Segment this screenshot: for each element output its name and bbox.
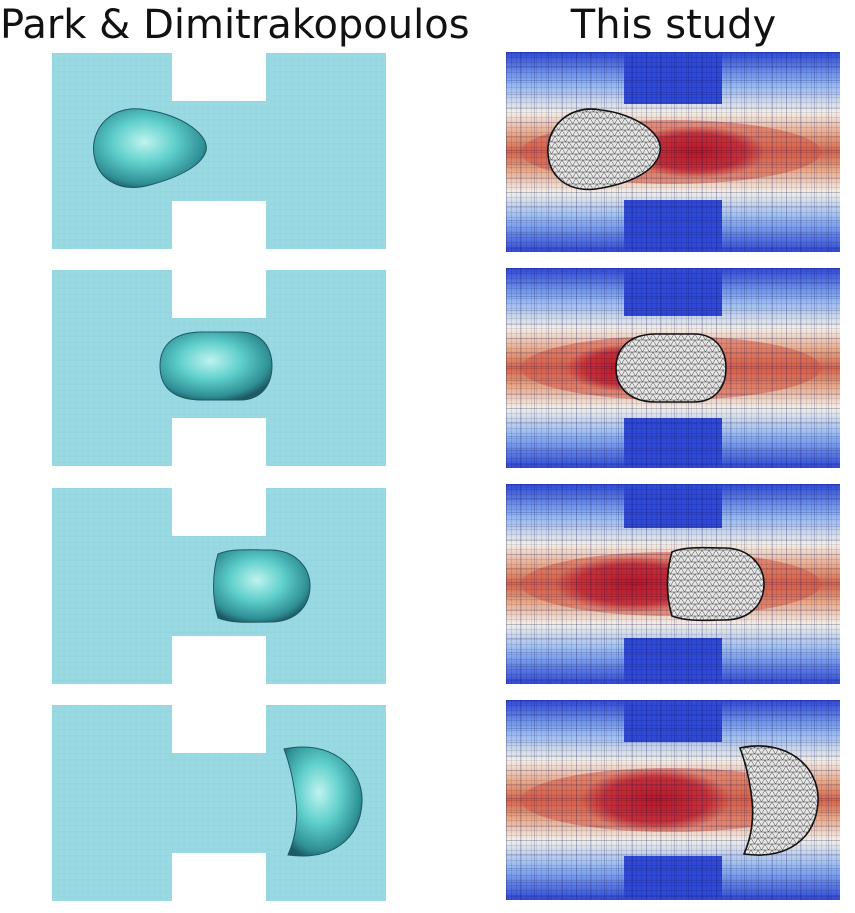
mesh-droplet <box>547 108 662 191</box>
left-panel-frame-4 <box>52 705 386 901</box>
left-panel-frame-2 <box>52 270 386 466</box>
droplet <box>283 746 363 857</box>
right-column-title: This study <box>570 2 777 48</box>
droplet <box>93 108 207 188</box>
right-panel-frame-3 <box>506 484 840 684</box>
right-panel-frame-1 <box>506 52 840 252</box>
left-column-title: Park & Dimitrakopoulos <box>0 2 470 48</box>
channel-shape <box>52 53 386 249</box>
droplet <box>213 549 311 623</box>
mesh-droplet <box>666 546 765 622</box>
droplet <box>159 331 273 401</box>
left-panel-frame-1 <box>52 53 386 249</box>
left-panel-frame-3 <box>52 488 386 684</box>
mesh-droplet <box>738 745 819 856</box>
right-panel-frame-2 <box>506 268 840 468</box>
mesh-droplet <box>615 333 727 403</box>
right-panel-frame-4 <box>506 700 840 900</box>
